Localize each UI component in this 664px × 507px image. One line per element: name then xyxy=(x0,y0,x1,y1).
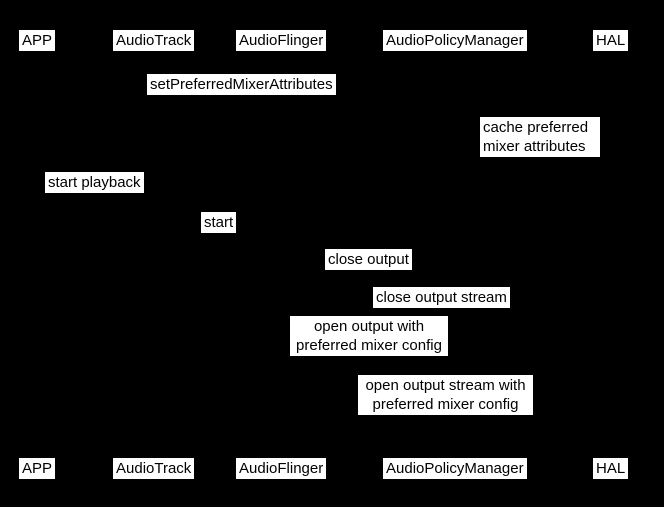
message-close-output: close output xyxy=(325,249,412,270)
participant-bottom-audiopolicymanager: AudioPolicyManager xyxy=(383,458,527,479)
message-line: preferred mixer config xyxy=(296,337,442,354)
participant-top-audiotrack: AudioTrack xyxy=(113,30,195,51)
participant-bottom-app: APP xyxy=(19,458,56,479)
message-set-preferred-mixer-attributes: setPreferredMixerAttributes xyxy=(147,74,336,95)
participant-top-audioflinger: AudioFlinger xyxy=(236,30,327,51)
message-start-playback: start playback xyxy=(45,172,144,193)
participant-bottom-hal: HAL xyxy=(593,458,629,479)
message-line: cache preferred xyxy=(483,119,589,136)
message-open-output-with-preferred-mixer-config: open output with preferred mixer config xyxy=(290,316,448,356)
message-start: start xyxy=(201,212,237,233)
participant-bottom-audiotrack: AudioTrack xyxy=(113,458,195,479)
participant-bottom-audioflinger: AudioFlinger xyxy=(236,458,327,479)
message-open-output-stream-with-preferred-mixer-config: open output stream with preferred mixer … xyxy=(358,375,533,415)
participant-top-app: APP xyxy=(19,30,56,51)
message-line: open output with xyxy=(313,318,425,335)
message-close-output-stream: close output stream xyxy=(373,287,510,308)
message-cache-preferred-mixer-attributes: cache preferred mixer attributes xyxy=(480,117,600,157)
message-line: preferred mixer config xyxy=(372,396,519,413)
participant-top-audiopolicymanager: AudioPolicyManager xyxy=(383,30,527,51)
message-line: mixer attributes xyxy=(483,138,586,155)
message-line: open output stream with xyxy=(365,377,526,394)
participant-top-hal: HAL xyxy=(593,30,629,51)
